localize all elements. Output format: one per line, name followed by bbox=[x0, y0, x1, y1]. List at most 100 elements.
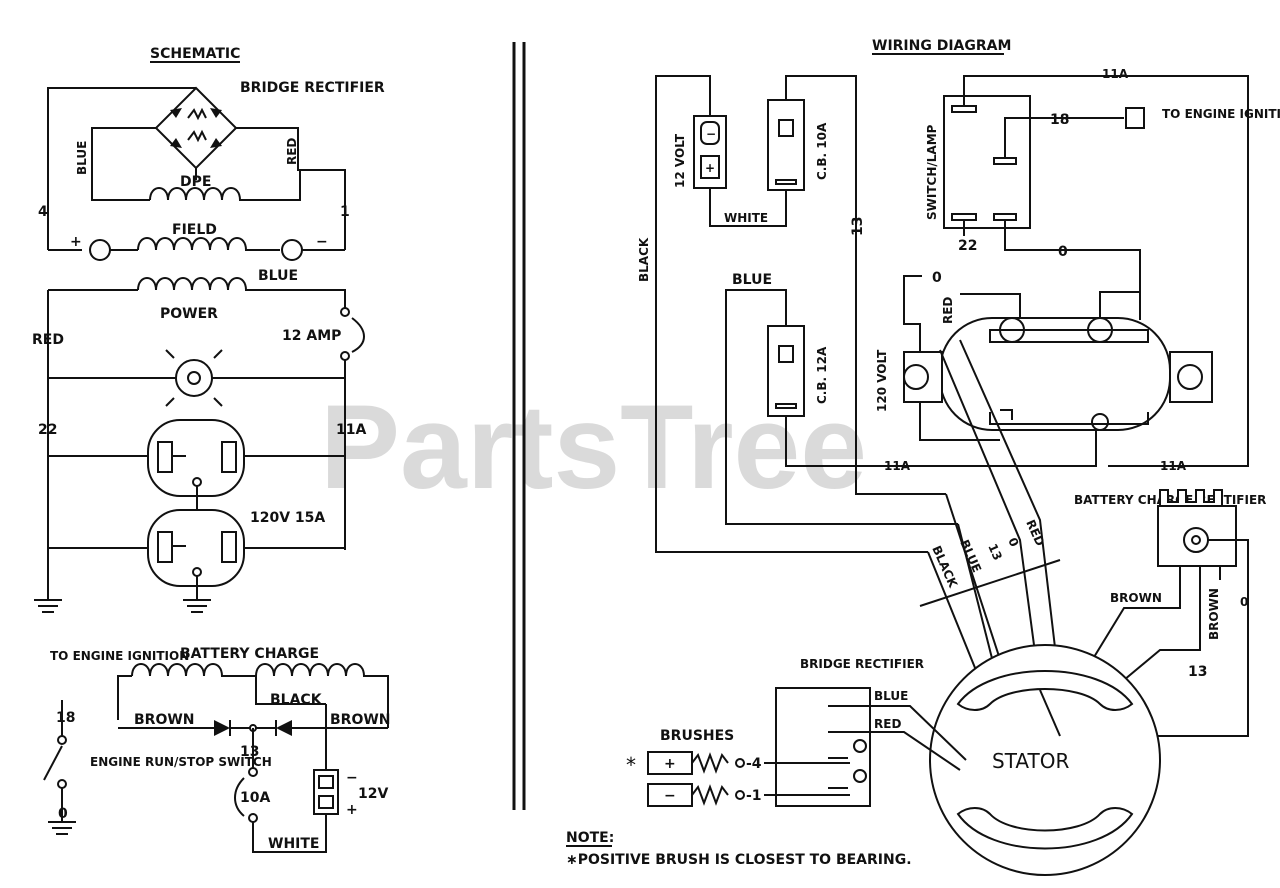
schematic-11a-label: 11A bbox=[336, 422, 366, 438]
bundle-blue-label: BLUE bbox=[957, 538, 984, 575]
wiring-11a-right-label: 11A bbox=[1160, 459, 1187, 473]
schematic-title: SCHEMATIC bbox=[150, 46, 240, 62]
ground-symbol-mid bbox=[183, 599, 211, 613]
battery-12v-label: 12V bbox=[358, 786, 388, 802]
bridge-rectifier-label: BRIDGE RECTIFIER bbox=[240, 80, 385, 96]
brush-minus-label: − bbox=[664, 788, 676, 804]
outlet-lower bbox=[147, 509, 245, 587]
wiring-title: WIRING DIAGRAM bbox=[872, 38, 1011, 54]
battery-charge-label: BATTERY CHARGE bbox=[180, 646, 319, 662]
bundle-strap bbox=[919, 559, 1061, 607]
note-label: NOTE: bbox=[566, 830, 614, 846]
engine-ignition-label: TO ENGINE IGNITION bbox=[50, 649, 189, 663]
switch-lamp-label: SWITCH/LAMP bbox=[925, 124, 939, 220]
bundle-0-label: 0 bbox=[1005, 536, 1021, 549]
battery-charge-coil-left bbox=[131, 663, 256, 677]
outlet-rating-label: 120V 15A bbox=[250, 510, 325, 526]
battery-10a-label: 10A bbox=[240, 790, 270, 806]
wiring-brown-label: BROWN bbox=[1110, 591, 1162, 605]
wiring-red-label: RED bbox=[941, 297, 955, 324]
bundle-13-label: 13 bbox=[985, 542, 1005, 563]
battery-plus-label: + bbox=[346, 802, 358, 818]
wiring-22-label: 22 bbox=[958, 238, 977, 254]
wiring-bridge-rectifier-label: BRIDGE RECTIFIER bbox=[800, 657, 924, 671]
diode-right bbox=[276, 720, 292, 736]
stator-label: STATOR bbox=[992, 749, 1069, 773]
wiring-0b-label: 0 bbox=[932, 270, 942, 286]
schematic-0-label: 0 bbox=[58, 806, 68, 822]
switch-lamp-box bbox=[943, 95, 1031, 229]
battery-white-label: WHITE bbox=[268, 836, 319, 852]
wiring-11a-mid-label: 11A bbox=[884, 459, 911, 473]
field-coil bbox=[137, 237, 280, 251]
note-text: ∗POSITIVE BRUSH IS CLOSEST TO BEARING. bbox=[566, 852, 912, 868]
wiring-0c-label: 0 bbox=[1240, 595, 1248, 609]
wiring-white-label: WHITE bbox=[724, 211, 768, 225]
engine-switch-symbol bbox=[43, 745, 63, 781]
lamp-symbol bbox=[175, 359, 213, 397]
brush-4-label: -4 bbox=[746, 756, 762, 772]
dpe-label: DPE bbox=[180, 174, 211, 190]
wiring-brown2-label: BROWN bbox=[1207, 588, 1221, 640]
brush-plus-label: + bbox=[664, 756, 676, 772]
wiring-bridge-rectifier-text: BRIDGE RECTIFIER bbox=[800, 657, 924, 671]
wiring-blue-label: BLUE bbox=[732, 272, 772, 288]
dpe-coil bbox=[149, 170, 301, 201]
battery-black-label: BLACK bbox=[270, 692, 323, 708]
wiring-120volt-label: 120 VOLT bbox=[875, 349, 889, 412]
schematic-blue-label: BLUE bbox=[75, 141, 89, 175]
bridge-rectifier-symbol bbox=[154, 86, 238, 170]
amp12-label: 12 AMP bbox=[282, 328, 341, 344]
wiring-cb12a-label: C.B. 12A bbox=[815, 346, 829, 404]
battery-minus-label: − bbox=[346, 770, 358, 786]
terminal-4-label: 4 bbox=[38, 204, 48, 220]
receptacle-right-screw bbox=[1177, 364, 1203, 390]
power-coil bbox=[137, 277, 346, 308]
bridge-rectifier-label-text: BRIDGE RECTIFIER bbox=[240, 80, 385, 96]
stator-symbol bbox=[929, 644, 1161, 876]
receptacle-left-screw bbox=[903, 364, 929, 390]
wiring-12volt-label: 12 VOLT bbox=[673, 133, 687, 188]
schematic-22-label: 22 bbox=[38, 422, 57, 438]
wiring-black-label: BLACK bbox=[637, 237, 651, 282]
field-plus-label: + bbox=[70, 234, 82, 250]
outlet-upper bbox=[147, 419, 245, 497]
circuit-breaker-10a bbox=[767, 99, 805, 191]
wiring-cb10a-label: C.B. 10A bbox=[815, 122, 829, 180]
rect-red-label: RED bbox=[874, 717, 901, 731]
wiring-panel: WIRING DIAGRAM BLACK − + 12 VOLT WHITE C… bbox=[626, 38, 1280, 876]
engine-switch-label: ENGINE RUN/STOP SWITCH bbox=[90, 755, 272, 769]
terminal-1-label: 1 bbox=[340, 204, 350, 220]
wiring-13b-label: 13 bbox=[1188, 664, 1207, 680]
wiring-11a-top-label: 11A bbox=[1102, 67, 1129, 81]
wiring-battery-minus: − bbox=[706, 127, 716, 141]
engine-ignition-terminal bbox=[1125, 107, 1145, 129]
brush-asterisk: * bbox=[626, 753, 636, 777]
rect-blue-label: BLUE bbox=[874, 689, 908, 703]
schematic-red-label: RED bbox=[285, 138, 299, 165]
circuit-breaker-12a bbox=[767, 325, 805, 417]
battery-charge-coil-right bbox=[255, 663, 389, 728]
ground-symbol-left bbox=[34, 590, 62, 613]
brush-1-label: -1 bbox=[746, 788, 762, 804]
wiring-engine-ignition-text: TO ENGINE IGNITION bbox=[1162, 107, 1280, 121]
schematic-panel: SCHEMATIC BRIDGE RECTIFIER BLUE RED DPE … bbox=[32, 46, 391, 853]
wiring-0-label: 0 bbox=[1058, 244, 1068, 260]
wiring-18-label: 18 bbox=[1050, 112, 1069, 128]
wiring-engine-ignition-label: TO ENGINE IGNITION bbox=[1162, 107, 1280, 121]
schematic-18-label: 18 bbox=[56, 710, 75, 726]
diode-left bbox=[214, 720, 230, 736]
bundle-red-label: RED bbox=[1023, 518, 1047, 549]
panel-divider bbox=[512, 42, 526, 810]
field-label: FIELD bbox=[172, 222, 217, 238]
wiring-13-label: 13 bbox=[850, 217, 866, 236]
battery-13-label: 13 bbox=[240, 744, 259, 760]
note-block: NOTE: ∗POSITIVE BRUSH IS CLOSEST TO BEAR… bbox=[566, 830, 912, 868]
battery-brown-left-label: BROWN bbox=[134, 712, 195, 728]
power-label: POWER bbox=[160, 306, 218, 322]
battery-brown-right-label: BROWN bbox=[330, 712, 391, 728]
brushes-label: BRUSHES bbox=[660, 728, 734, 744]
wiring-battery-plus: + bbox=[705, 161, 715, 175]
field-minus-label: − bbox=[316, 234, 328, 250]
